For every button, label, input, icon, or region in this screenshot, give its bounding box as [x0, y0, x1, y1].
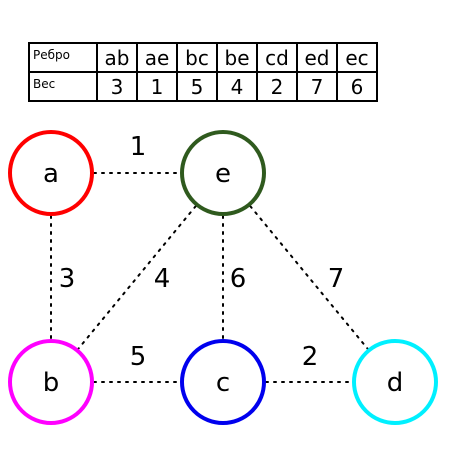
- node-e: e: [180, 130, 266, 216]
- node-label-e: e: [215, 159, 231, 189]
- edge-weight-label-ed: 7: [328, 264, 345, 294]
- node-label-c: c: [216, 368, 230, 398]
- node-circle-a: [8, 130, 94, 216]
- weight-cell-bc: 5: [176, 71, 218, 102]
- weight-cell-ab: 3: [96, 71, 138, 102]
- node-d: d: [352, 339, 438, 425]
- node-a: a: [8, 130, 94, 216]
- nodes-layer: a e b c d: [8, 130, 438, 425]
- edge-cell-be: be: [216, 42, 258, 73]
- node-label-d: d: [387, 368, 404, 398]
- weight-row: Вес 3 1 5 4 2 7 6: [28, 71, 378, 102]
- weight-cell-ae: 1: [136, 71, 178, 102]
- edges-layer: [50, 172, 369, 383]
- edge-row: Ребро ab ae bc be cd ed ec: [28, 42, 378, 73]
- node-circle-d: [352, 339, 438, 425]
- node-circle-c: [180, 339, 266, 425]
- edge-cell-bc: bc: [176, 42, 218, 73]
- edge-cell-ed: ed: [296, 42, 338, 73]
- edge-ed: [249, 205, 369, 350]
- edge-weight-label-ec: 6: [230, 264, 247, 294]
- node-label-b: b: [43, 368, 60, 398]
- weight-cell-ec: 6: [336, 71, 378, 102]
- node-label-a: a: [43, 159, 59, 189]
- edge-eb: [77, 205, 197, 350]
- edge-header-label: Ребро: [28, 42, 98, 73]
- weight-header-label: Вес: [28, 71, 98, 102]
- weight-cell-cd: 2: [256, 71, 298, 102]
- edge-cell-ec: ec: [336, 42, 378, 73]
- weight-cell-be: 4: [216, 71, 258, 102]
- weight-cell-ed: 7: [296, 71, 338, 102]
- node-c: c: [180, 339, 266, 425]
- node-circle-b: [8, 339, 94, 425]
- edge-weight-label-ab: 3: [59, 264, 76, 294]
- edge-weight-table: Ребро ab ae bc be cd ed ec Вес 3 1 5 4 2…: [28, 42, 378, 102]
- edge-cell-ae: ae: [136, 42, 178, 73]
- edge-weight-label-ae: 1: [130, 132, 147, 162]
- node-b: b: [8, 339, 94, 425]
- edge-labels-layer: 1 3 4 6 7 5 2: [59, 132, 345, 372]
- edge-weight-label-cd: 2: [302, 342, 319, 372]
- edge-cell-ab: ab: [96, 42, 138, 73]
- edge-weight-label-bc: 5: [130, 342, 147, 372]
- edge-cell-cd: cd: [256, 42, 298, 73]
- edge-weight-label-eb: 4: [154, 264, 171, 294]
- node-circle-e: [180, 130, 266, 216]
